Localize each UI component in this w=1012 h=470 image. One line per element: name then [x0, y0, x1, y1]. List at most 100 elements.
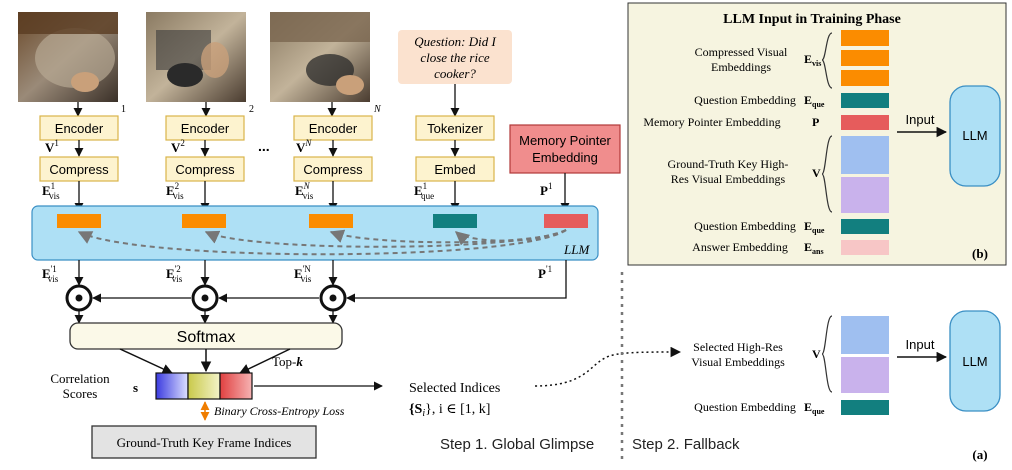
vn-label: VN	[296, 138, 312, 155]
panel-a-tag: (a)	[972, 447, 987, 462]
pb-block-eque	[841, 93, 889, 108]
compress-block-1: Compress	[39, 156, 119, 182]
pb-row-question-label: Question Embedding	[694, 93, 796, 107]
dot-product-1	[65, 284, 93, 312]
pb-row-compressed-line-1: Compressed Visual	[695, 45, 788, 59]
token-evis-2	[182, 214, 226, 228]
bce-loss-label: Binary Cross-Entropy Loss	[214, 404, 345, 418]
pb-block-v-1	[841, 136, 889, 174]
softmax-block: Softmax	[69, 322, 343, 350]
pb-block-v-2	[841, 177, 889, 213]
pb-row-gt-sym: V	[812, 166, 821, 180]
pa-block-eque	[841, 400, 889, 415]
pb-row-question-sym: Eque	[804, 93, 825, 109]
compress-label-n: Compress	[303, 162, 363, 177]
dot-product-n	[319, 284, 347, 312]
encoder-block-1: Encoder	[39, 115, 119, 141]
pa-row-eque-sym: Eque	[804, 400, 825, 416]
attention-arcs	[77, 229, 567, 256]
pb-row-compressed-sym: Evis	[804, 52, 821, 68]
pb-row-question2-label: Question Embedding	[694, 219, 796, 233]
dot-product-2	[191, 284, 219, 312]
encoder-label-1: Encoder	[55, 121, 104, 136]
question-line-3: cooker?	[434, 66, 476, 81]
pa-block-v-2	[841, 357, 889, 393]
pb-llm-label: LLM	[962, 128, 987, 143]
frame-n-index: N	[373, 104, 382, 115]
panel-a: Selected High-Res Visual Embeddings V Qu…	[691, 310, 1001, 462]
softmax-label: Softmax	[177, 329, 236, 346]
memory-pointer-line-2: Embedding	[532, 150, 598, 165]
token-pointer	[544, 214, 588, 228]
panel-b-title: LLM Input in Training Phase	[723, 12, 901, 27]
pb-row-gt-line-1: Ground-Truth Key High-	[668, 157, 789, 171]
pb-input-label: Input	[906, 112, 935, 127]
embed-block: Embed	[415, 156, 495, 182]
pb-block-eque-2	[841, 219, 889, 234]
frame-2-index: 2	[249, 104, 254, 115]
correlation-symbol: s	[133, 380, 138, 395]
question-line-1: Question: Did I	[414, 34, 496, 49]
compress-block-2: Compress	[165, 156, 245, 182]
token-evis-n	[309, 214, 353, 228]
selected-indices-formula: {Si}, i ∈ [1, k]	[409, 402, 490, 419]
pa-row-v-line-1: Selected High-Res	[693, 340, 783, 354]
panel-b: LLM Input in Training Phase Compressed V…	[627, 2, 1007, 266]
tokenizer-label: Tokenizer	[427, 121, 483, 136]
pb-block-evis-3	[841, 70, 889, 86]
encoder-block-n: Encoder	[293, 115, 373, 141]
pb-row-question2-sym: Eque	[804, 219, 825, 235]
step2-label: Step 2. Fallback	[632, 436, 740, 453]
question-line-2: close the rice	[420, 50, 490, 65]
memory-pointer-box: Memory Pointer Embedding	[509, 124, 621, 174]
pa-input-label: Input	[906, 337, 935, 352]
v1-label: V1	[45, 138, 59, 155]
frame-1-index: 1	[121, 104, 126, 115]
correlation-scores-bar	[155, 372, 253, 400]
embed-label: Embed	[434, 162, 475, 177]
pb-row-answer-label: Answer Embedding	[692, 240, 788, 254]
pb-block-eans	[841, 240, 889, 255]
tokenizer-block: Tokenizer	[415, 115, 495, 141]
selected-indices-title: Selected Indices	[409, 381, 500, 396]
pb-block-evis-2	[841, 50, 889, 66]
token-question	[433, 214, 477, 228]
compress-block-n: Compress	[293, 156, 373, 182]
pa-row-eque-label: Question Embedding	[694, 400, 796, 414]
pa-llm-block	[949, 310, 1001, 412]
pb-block-evis-1	[841, 30, 889, 46]
question-box: Question: Did I close the rice cooker?	[398, 30, 512, 84]
pb-row-answer-sym: Eans	[804, 240, 824, 256]
ground-truth-label: Ground-Truth Key Frame Indices	[117, 435, 292, 450]
pb-row-pointer-label: Memory Pointer Embedding	[643, 115, 780, 129]
pa-row-v-sym: V	[812, 347, 821, 361]
pb-row-compressed-line-2: Embeddings	[711, 60, 771, 74]
encoder-label-n: Encoder	[309, 121, 358, 136]
pa-row-v-line-2: Visual Embeddings	[691, 355, 785, 369]
token-evis-1	[57, 214, 101, 228]
pa-llm-label: LLM	[962, 354, 987, 369]
fallback-connector	[534, 346, 682, 387]
video-frame-1	[18, 12, 118, 102]
panel-b-tag: (b)	[972, 246, 988, 261]
pb-row-pointer-sym: P	[812, 115, 819, 129]
video-frame-n	[270, 12, 370, 102]
correlation-line-2: Scores	[63, 386, 98, 401]
p1-label: P1	[540, 181, 552, 198]
llm-bar: LLM	[31, 205, 599, 261]
correlation-line-1: Correlation	[50, 371, 110, 386]
compress-label-2: Compress	[175, 162, 235, 177]
pb-block-pointer	[841, 115, 889, 130]
memory-pointer-line-1: Memory Pointer	[519, 133, 611, 148]
ground-truth-box: Ground-Truth Key Frame Indices	[91, 425, 317, 459]
encoder-label-2: Encoder	[181, 121, 230, 136]
frames-ellipsis: ...	[258, 138, 270, 154]
compress-label-1: Compress	[49, 162, 109, 177]
pb-llm-block	[949, 85, 1001, 187]
